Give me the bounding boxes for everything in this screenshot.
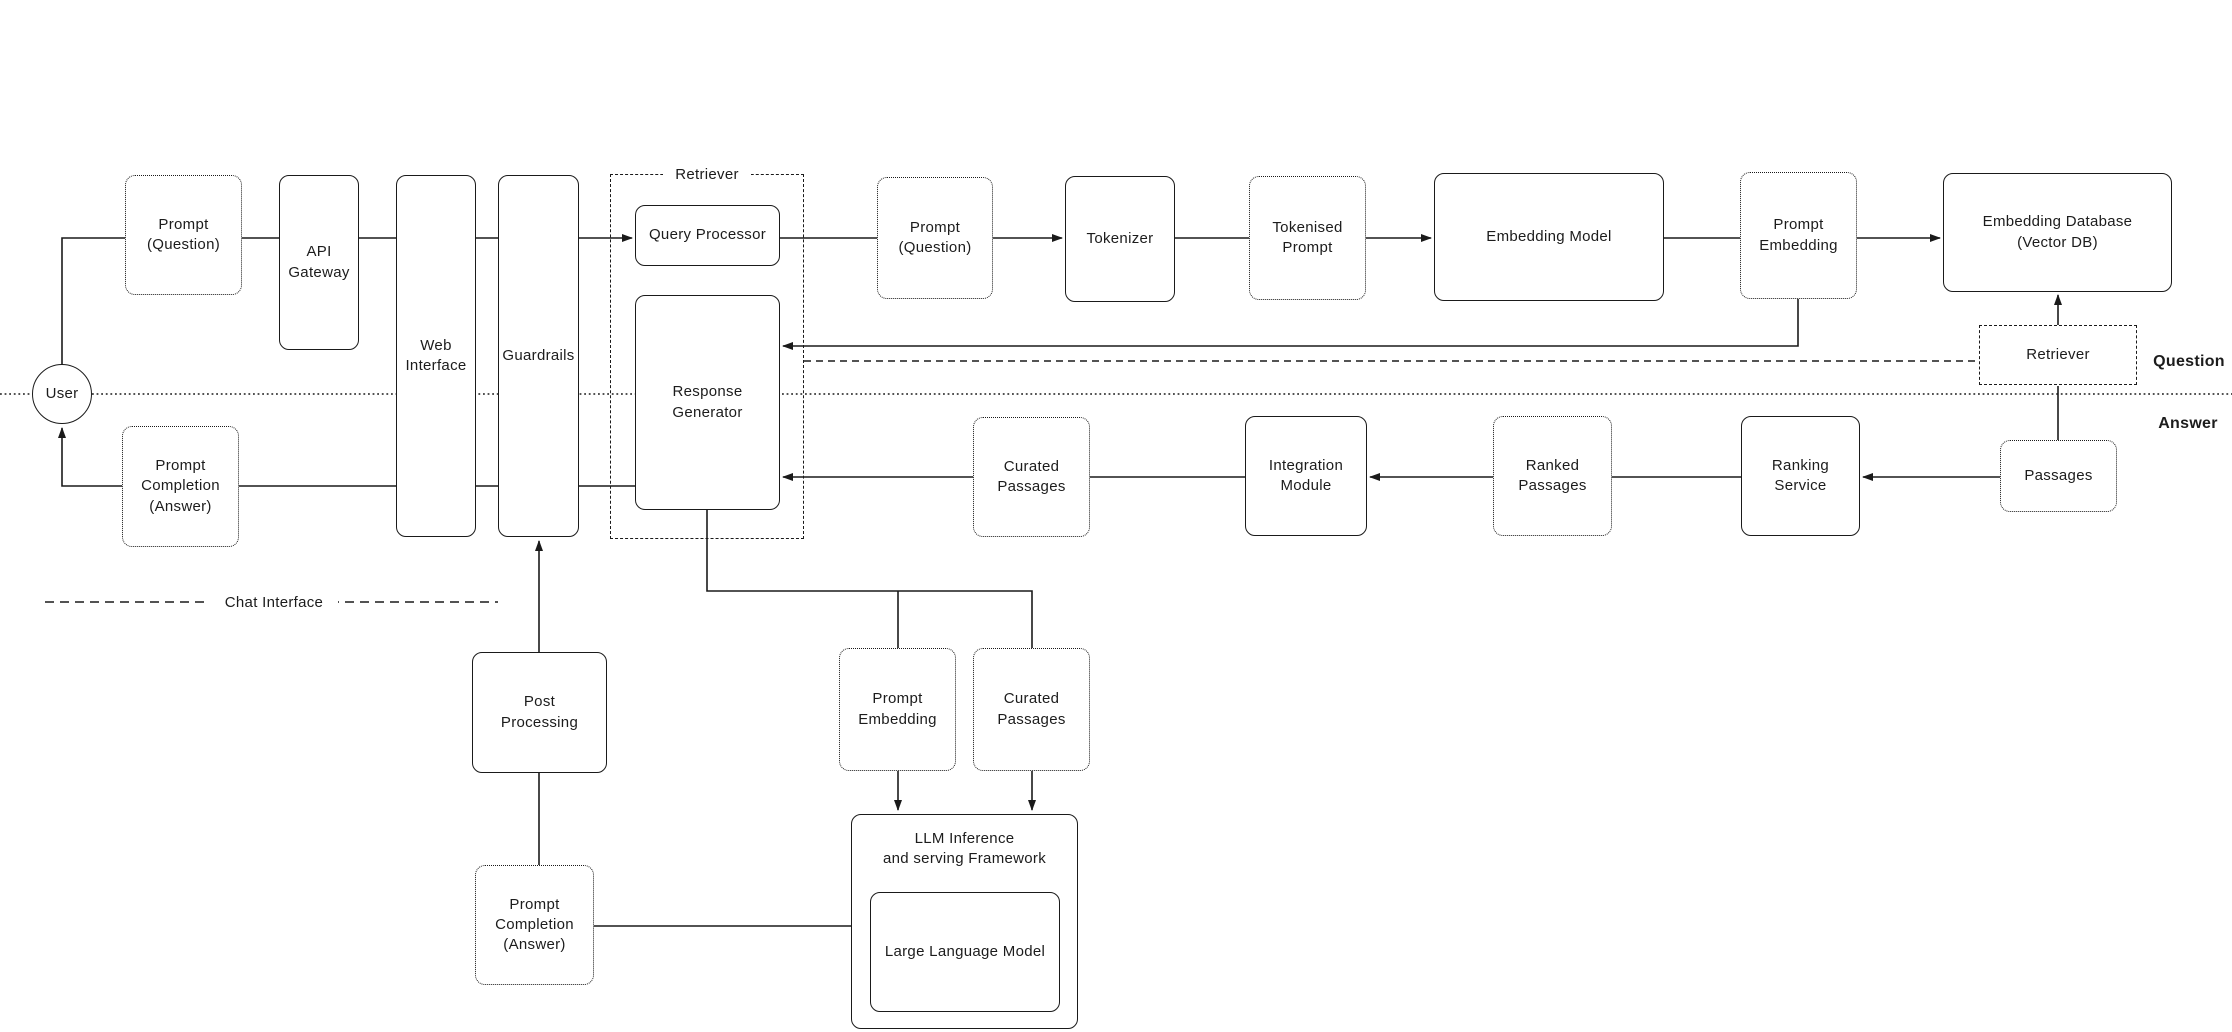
node-curated-passages-bottom-label: Curated Passages [997,690,1066,728]
node-post-processing-label: Post Processing [500,693,579,731]
node-embedding-database-label: Embedding Database (Vector DB) [1982,213,2133,251]
node-user: User [32,364,92,424]
node-prompt-embedding-bottom-label: Prompt Embedding [858,690,937,728]
node-response-generator-label: Response Generator [672,383,743,421]
node-large-language-model: Large Language Model [870,892,1060,1012]
node-llm-framework-label: LLM Inference and serving Framework [882,830,1047,868]
node-integration-module-label: Integration Module [1268,456,1344,494]
node-tokenised-prompt-label: Tokenised Prompt [1272,218,1343,256]
node-prompt-embedding-bottom: Prompt Embedding [839,648,956,771]
node-prompt-question-2-label: Prompt (Question) [898,218,972,256]
node-prompt-question-2: Prompt (Question) [877,177,993,299]
node-large-language-model-label: Large Language Model [884,942,1046,960]
node-post-processing: Post Processing [472,652,607,773]
node-embedding-model-label: Embedding Model [1486,227,1612,245]
node-embedding-model: Embedding Model [1434,173,1664,301]
node-guardrails: Guardrails [498,175,579,537]
node-ranking-service-label: Ranking Service [1771,456,1830,494]
node-prompt-question-1: Prompt (Question) [125,175,242,295]
node-prompt-completion-top-label: Prompt Completion (Answer) [141,457,220,515]
retriever-group-label: Retriever [663,164,751,185]
question-label: Question [2153,353,2225,370]
node-guardrails-label: Guardrails [502,346,575,364]
edge-response-generator-split [706,510,1033,648]
node-user-label: User [45,384,79,402]
node-prompt-completion-bottom: Prompt Completion (Answer) [475,865,594,985]
node-curated-passages-right: Curated Passages [973,417,1090,537]
answer-label: Answer [2158,415,2218,432]
node-ranked-passages-label: Ranked Passages [1518,456,1587,494]
edge-user-to-prompt-question [61,237,125,364]
node-retriever-box-label: Retriever [2026,345,2090,363]
node-query-processor-label: Query Processor [648,226,767,244]
node-prompt-embedding-top-label: Prompt Embedding [1759,216,1838,254]
node-query-processor: Query Processor [635,205,780,266]
node-curated-passages-bottom: Curated Passages [973,648,1090,771]
node-web-interface-label: Web Interface [405,336,467,374]
node-ranked-passages: Ranked Passages [1493,416,1612,536]
node-response-generator: Response Generator [635,295,780,510]
node-web-interface: Web Interface [396,175,476,537]
node-api-gateway: API Gateway [279,175,359,350]
edge-prompt-embedding-to-response-generator [782,299,1799,350]
chat-interface-label: Chat Interface [210,591,338,613]
node-prompt-completion-top: Prompt Completion (Answer) [122,426,239,547]
node-embedding-database: Embedding Database (Vector DB) [1943,173,2172,292]
node-prompt-question-1-label: Prompt (Question) [146,215,221,253]
node-api-gateway-label: API Gateway [288,243,350,281]
node-curated-passages-right-label: Curated Passages [997,457,1066,495]
node-tokenizer: Tokenizer [1065,176,1175,302]
node-tokenised-prompt: Tokenised Prompt [1249,176,1366,300]
node-passages-label: Passages [2024,466,2093,484]
node-integration-module: Integration Module [1245,416,1367,536]
node-passages: Passages [2000,440,2117,512]
node-prompt-completion-bottom-label: Prompt Completion (Answer) [495,895,574,954]
node-prompt-embedding-top: Prompt Embedding [1740,172,1857,299]
node-ranking-service: Ranking Service [1741,416,1860,536]
node-retriever-box: Retriever [1979,325,2137,385]
node-tokenizer-label: Tokenizer [1086,229,1154,247]
